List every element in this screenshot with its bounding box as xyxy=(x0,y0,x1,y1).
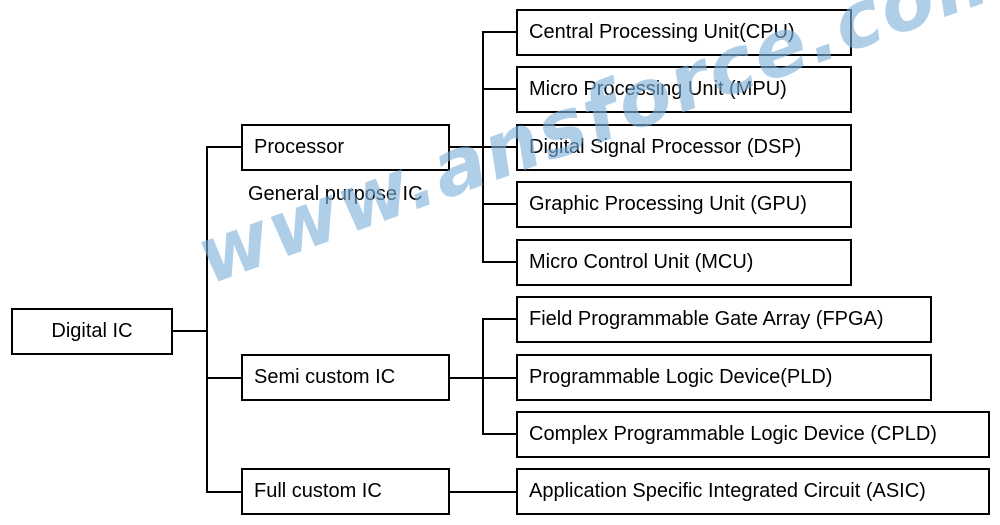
connector-fpga xyxy=(482,318,518,320)
connector-pld xyxy=(482,377,518,379)
processor-caption: General purpose IC xyxy=(248,183,423,205)
connector-root xyxy=(172,330,208,332)
digital-ic-box: Digital IC xyxy=(11,308,173,355)
connector-processor-out xyxy=(448,146,484,148)
cpld-box: Complex Programmable Logic Device (CPLD) xyxy=(516,411,990,458)
mpu-box: Micro Processing Unit (MPU) xyxy=(516,66,852,113)
dsp-box: Digital Signal Processor (DSP) xyxy=(516,124,852,171)
full-custom-ic-box: Full custom IC xyxy=(241,468,450,515)
fpga-box: Field Programmable Gate Array (FPGA) xyxy=(516,296,932,343)
mcu-box: Micro Control Unit (MCU) xyxy=(516,239,852,286)
connector-full-custom xyxy=(206,491,242,493)
connector-processor xyxy=(206,146,242,148)
connector-dsp xyxy=(482,146,518,148)
connector-semi-custom xyxy=(206,377,242,379)
asic-box: Application Specific Integrated Circuit … xyxy=(516,468,990,515)
connector-trunk xyxy=(206,146,208,493)
connector-cpld xyxy=(482,433,518,435)
cpu-box: Central Processing Unit(CPU) xyxy=(516,9,852,56)
gpu-box: Graphic Processing Unit (GPU) xyxy=(516,181,852,228)
pld-box: Programmable Logic Device(PLD) xyxy=(516,354,932,401)
semi-custom-ic-box: Semi custom IC xyxy=(241,354,450,401)
connector-semi-custom-trunk xyxy=(482,318,484,435)
connector-mcu xyxy=(482,261,518,263)
connector-asic xyxy=(448,491,518,493)
processor-box: Processor xyxy=(241,124,450,171)
connector-cpu xyxy=(482,31,518,33)
connector-gpu xyxy=(482,203,518,205)
connector-mpu xyxy=(482,88,518,90)
connector-semi-custom-out xyxy=(448,377,484,379)
